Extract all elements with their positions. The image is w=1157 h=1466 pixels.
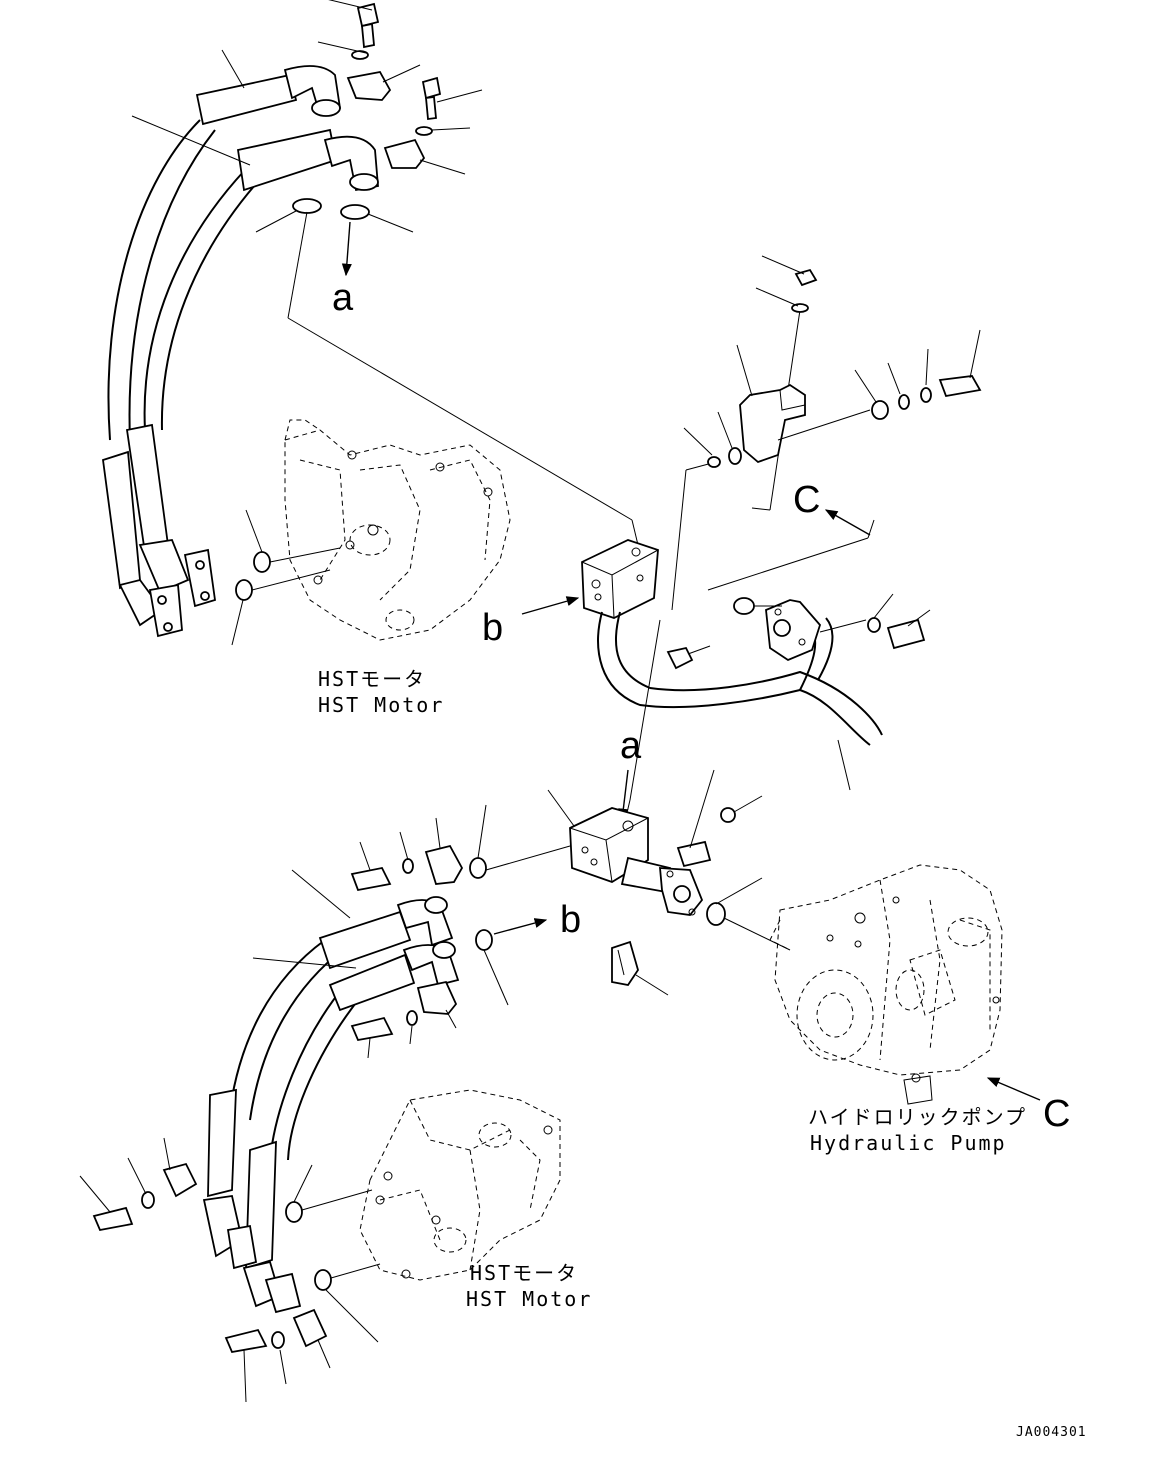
caption-motor-lower-en: HST Motor [466,1287,592,1311]
hydraulic-pump [769,864,1003,1105]
sensor-clip [611,940,669,996]
caption-pump-jp: ハイドロリックポンプ [808,1105,1027,1129]
upper-hose-assembly [102,65,379,638]
callout-c-lower: C [1043,1093,1070,1135]
upper-fasteners [131,0,483,233]
pump-pipe [597,593,931,791]
upper-hst-motor [284,419,511,641]
callout-b-left: b [482,607,503,649]
caption-motor-upper-en: HST Motor [318,693,444,717]
callout-c-top: C [793,479,820,521]
callout-b-mid: b [560,899,581,941]
callout-a-top: a [332,277,354,319]
lower-left-fasteners [79,1137,331,1403]
lower-hose-assembly [202,896,460,1314]
caption-pump-en: Hydraulic Pump [810,1131,1007,1155]
caption-motor-upper-jp: HSTモータ [318,667,426,691]
callout-a-mid: a [620,725,642,767]
lower-manifold [547,789,704,916]
caption-motor-lower-jp: HSTモータ [470,1261,578,1285]
lower-fasteners [252,804,571,1059]
guide-lines [287,211,875,861]
manifold-block [581,539,659,619]
bracket-assembly [683,255,982,468]
lower-hst-motor [359,1089,561,1281]
drawing-code: JA004301 [1016,1425,1087,1440]
